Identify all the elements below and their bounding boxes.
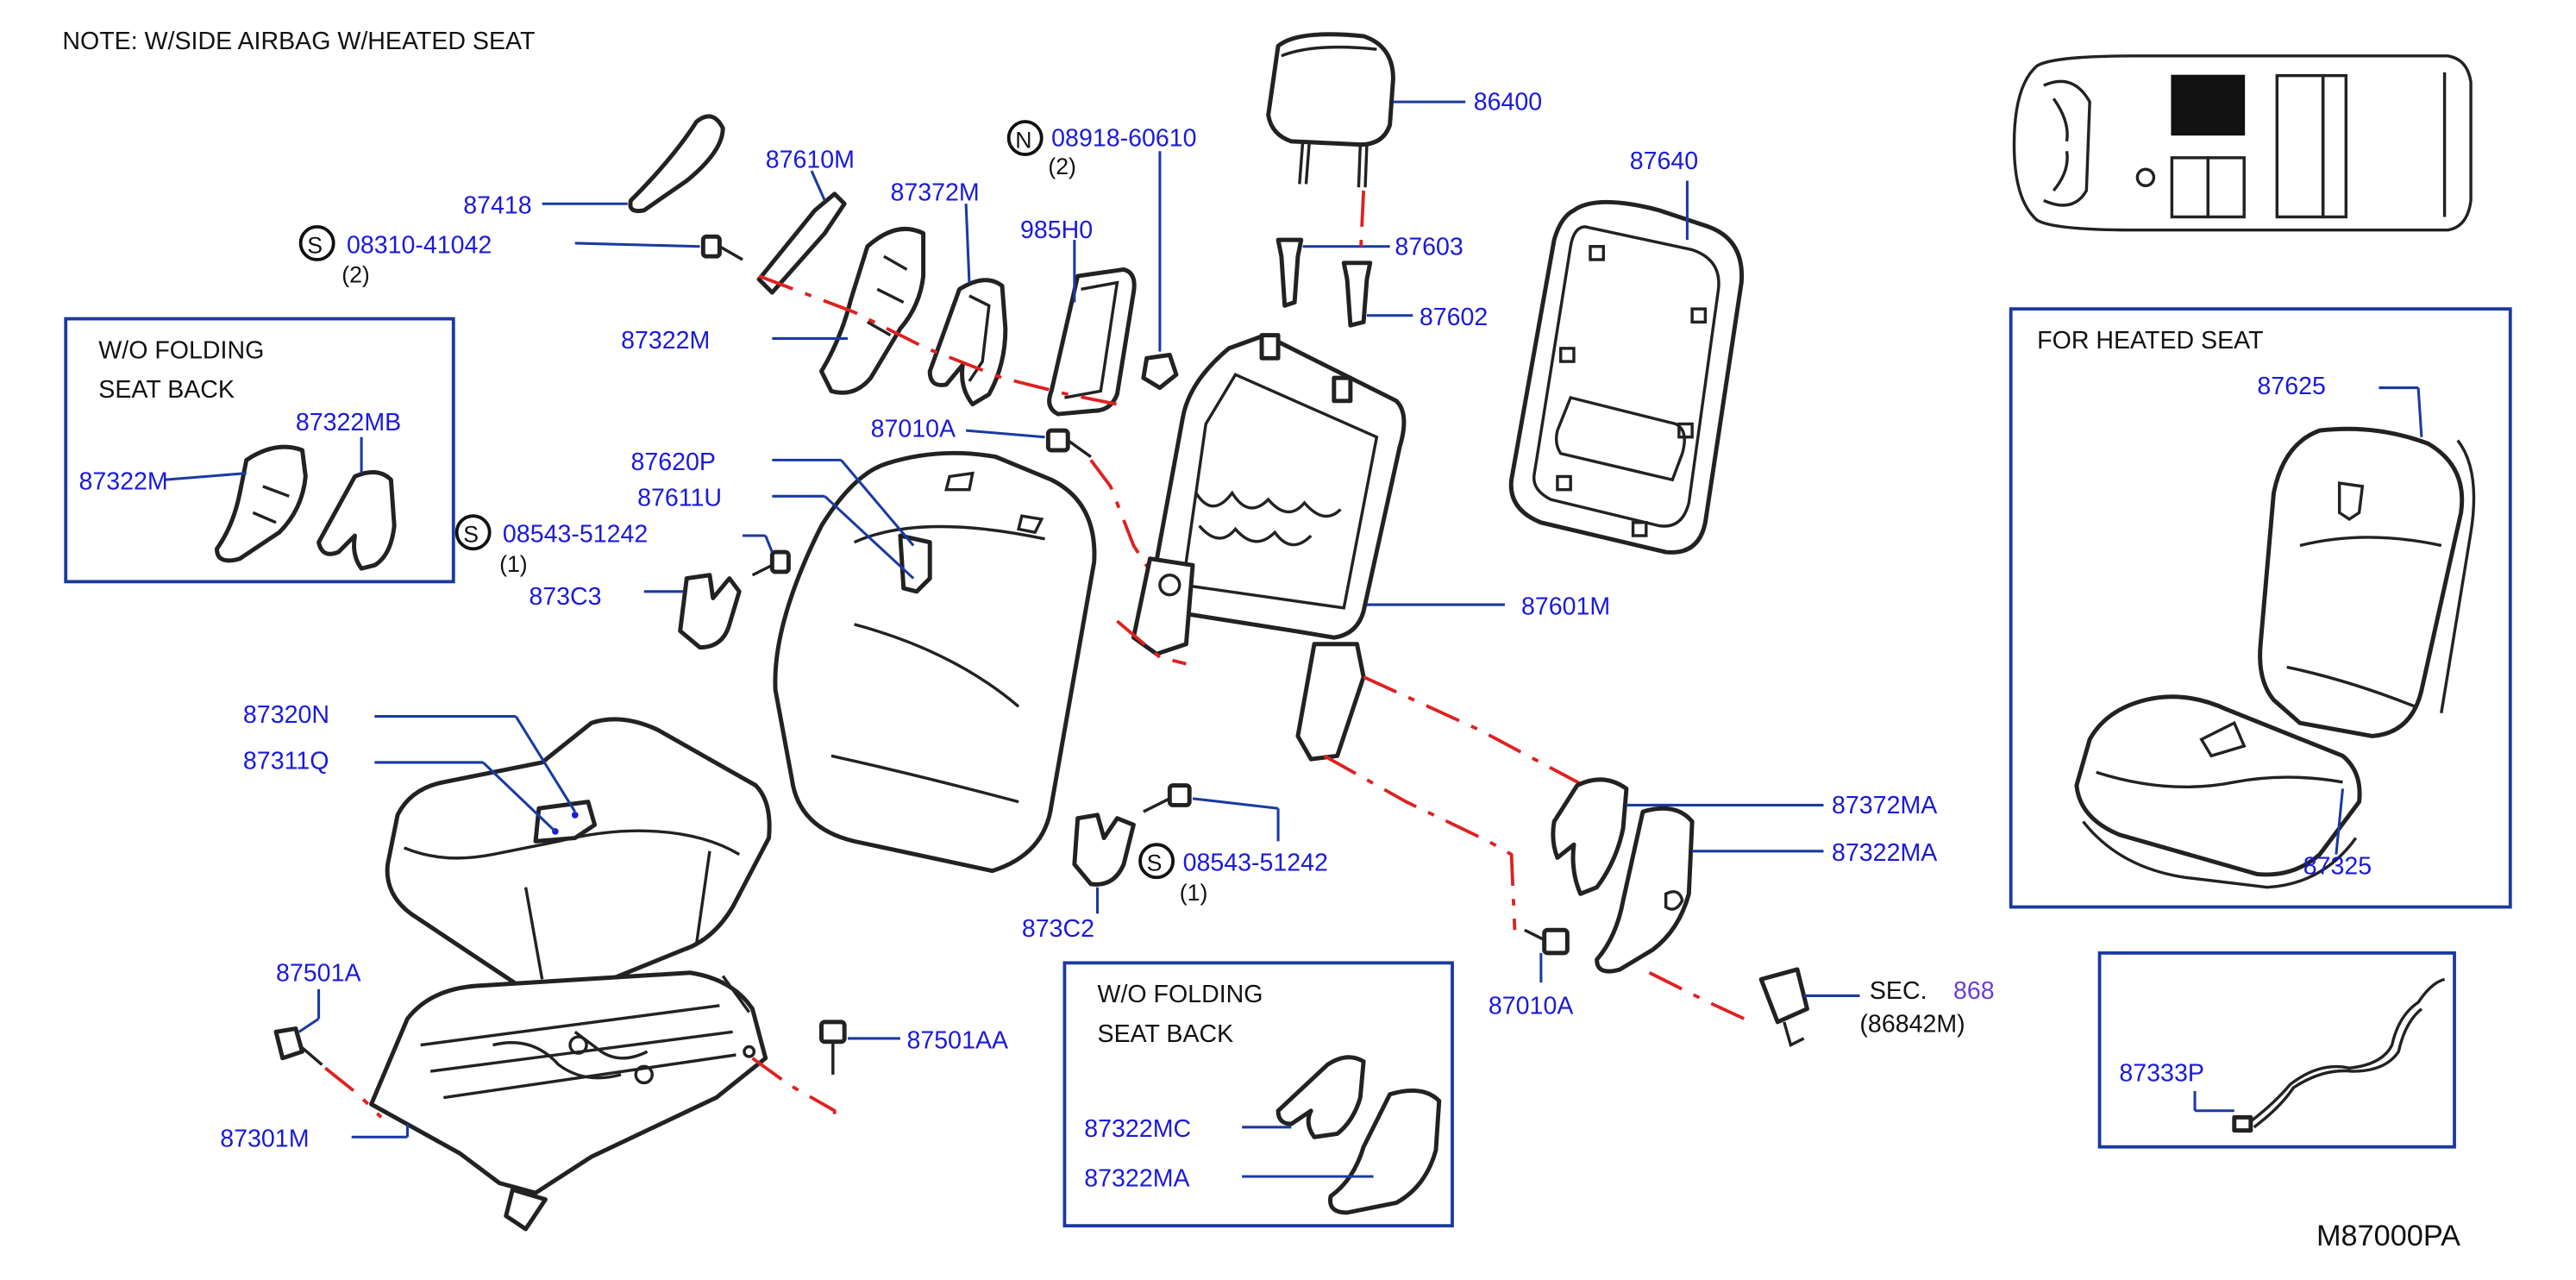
part-873C2 bbox=[1072, 813, 1136, 887]
seat-rail-assembly bbox=[369, 970, 768, 1232]
inset2-part-87322MA bbox=[1328, 1088, 1442, 1215]
label-87010A-2: 87010A bbox=[1489, 992, 1573, 1020]
label-87640: 87640 bbox=[1630, 147, 1698, 175]
seat-cushion bbox=[385, 717, 772, 999]
inset-heated-seat bbox=[2009, 307, 2512, 909]
label-87372MA: 87372MA bbox=[1832, 792, 1937, 819]
label-87418: 87418 bbox=[463, 192, 531, 220]
vehicle-locator bbox=[2012, 54, 2473, 232]
qty-08543-2: (1) bbox=[1180, 880, 1208, 906]
label-87501A: 87501A bbox=[276, 959, 360, 987]
symbol-s-3 bbox=[1138, 843, 1175, 880]
nut-08918 bbox=[1141, 353, 1179, 391]
part-87372M bbox=[927, 278, 1008, 407]
label-87301M: 87301M bbox=[220, 1126, 309, 1153]
label-08918-60610: 08918-60610 bbox=[1051, 125, 1196, 153]
part-87372MA bbox=[1551, 777, 1629, 896]
symbol-s-text-2: S bbox=[463, 522, 479, 548]
label-873C3: 873C3 bbox=[529, 583, 601, 611]
part-985H0 bbox=[1047, 267, 1137, 417]
label-87322M: 87322M bbox=[621, 327, 710, 355]
headrest-guides bbox=[1275, 237, 1373, 328]
label-87010A-1: 87010A bbox=[871, 416, 956, 443]
bolt-87501A bbox=[273, 1026, 323, 1066]
label-87602: 87602 bbox=[1420, 304, 1488, 331]
inset1-part-87322M bbox=[214, 444, 308, 563]
label-87333P: 87333P bbox=[2119, 1059, 2203, 1087]
label-87611U: 87611U bbox=[637, 485, 722, 512]
symbol-n-text: N bbox=[1015, 127, 1031, 153]
label-87501AA: 87501AA bbox=[907, 1026, 1009, 1054]
inset1-line2: SEAT BACK bbox=[98, 376, 235, 404]
part-87322M bbox=[819, 226, 926, 395]
bolt-87010A-2 bbox=[1524, 927, 1570, 956]
inset2-line1: W/O FOLDING bbox=[1098, 981, 1263, 1008]
inset2-label-87322MA: 87322MA bbox=[1084, 1164, 1189, 1192]
inset1-line1: W/O FOLDING bbox=[98, 336, 264, 364]
symbol-s-text-3: S bbox=[1147, 850, 1163, 876]
seat-back-board bbox=[1508, 199, 1745, 555]
seat-belt-buckle bbox=[1758, 967, 1809, 1048]
label-873C2: 873C2 bbox=[1022, 915, 1094, 943]
note-text: NOTE: W/SIDE AIRBAG W/HEATED SEAT bbox=[62, 28, 535, 55]
inset-harness bbox=[2097, 951, 2456, 1149]
label-87372M: 87372M bbox=[890, 179, 979, 206]
headrest bbox=[1266, 32, 1395, 188]
bolt-08543-1 bbox=[751, 549, 791, 577]
label-87322MA: 87322MA bbox=[1832, 839, 1937, 867]
heated-label-87325: 87325 bbox=[2303, 852, 2372, 880]
heated-seat-illustration bbox=[2074, 426, 2476, 889]
part-873C3 bbox=[678, 573, 742, 650]
inset-wo-folding-left bbox=[64, 317, 455, 584]
label-08543-51242-2: 08543-51242 bbox=[1183, 850, 1328, 877]
inset1-part-87322MB bbox=[317, 470, 397, 571]
label-87320N: 87320N bbox=[243, 701, 329, 729]
part-87322MA bbox=[1595, 806, 1695, 974]
inset2-label-87322MC: 87322MC bbox=[1084, 1115, 1191, 1143]
symbol-s-2 bbox=[454, 514, 492, 551]
label-87601M: 87601M bbox=[1521, 593, 1610, 620]
part-87418 bbox=[628, 114, 725, 214]
inset1-label-87322M: 87322M bbox=[78, 468, 167, 496]
heated-label-87625: 87625 bbox=[2257, 373, 2325, 400]
label-87610M: 87610M bbox=[766, 146, 855, 173]
qty-08543-1: (1) bbox=[499, 551, 528, 577]
inset-wo-folding-bottom bbox=[1062, 961, 1454, 1228]
label-87311Q: 87311Q bbox=[243, 748, 329, 775]
inset-heated-title: FOR HEATED SEAT bbox=[2037, 327, 2263, 355]
symbol-n bbox=[1006, 120, 1044, 156]
label-08310-41042: 08310-41042 bbox=[347, 231, 492, 259]
label-87603: 87603 bbox=[1395, 233, 1463, 260]
label-985H0: 985H0 bbox=[1020, 216, 1093, 244]
label-86400: 86400 bbox=[1474, 89, 1542, 116]
bolt-08310 bbox=[700, 234, 743, 261]
qty-08310: (2) bbox=[342, 262, 370, 288]
label-86842M: (86842M) bbox=[1859, 1010, 1965, 1038]
harness-87333P bbox=[2232, 977, 2446, 1133]
bolt-87010A-1 bbox=[1045, 428, 1092, 458]
inset2-line2: SEAT BACK bbox=[1098, 1020, 1234, 1048]
label-08543-51242-1: 08543-51242 bbox=[503, 521, 648, 549]
bolt-08543-2 bbox=[1143, 783, 1192, 813]
diagram-code: M87000PA bbox=[2316, 1220, 2460, 1252]
bolt-87501AA bbox=[819, 1020, 847, 1075]
seat-back-cushion bbox=[773, 450, 1097, 874]
inset1-label-87322MB: 87322MB bbox=[296, 409, 401, 436]
part-87610M bbox=[756, 191, 847, 295]
label-87620P: 87620P bbox=[631, 449, 716, 476]
inset2-part-87322MC bbox=[1275, 1055, 1366, 1139]
seat-back-frame bbox=[1131, 333, 1407, 762]
label-sec: SEC. bbox=[1870, 977, 1927, 1005]
symbol-s-text-1: S bbox=[307, 232, 323, 258]
symbol-s-1 bbox=[298, 224, 335, 261]
label-sec-868[interactable]: 868 bbox=[1953, 977, 1995, 1005]
qty-08918: (2) bbox=[1048, 154, 1076, 179]
